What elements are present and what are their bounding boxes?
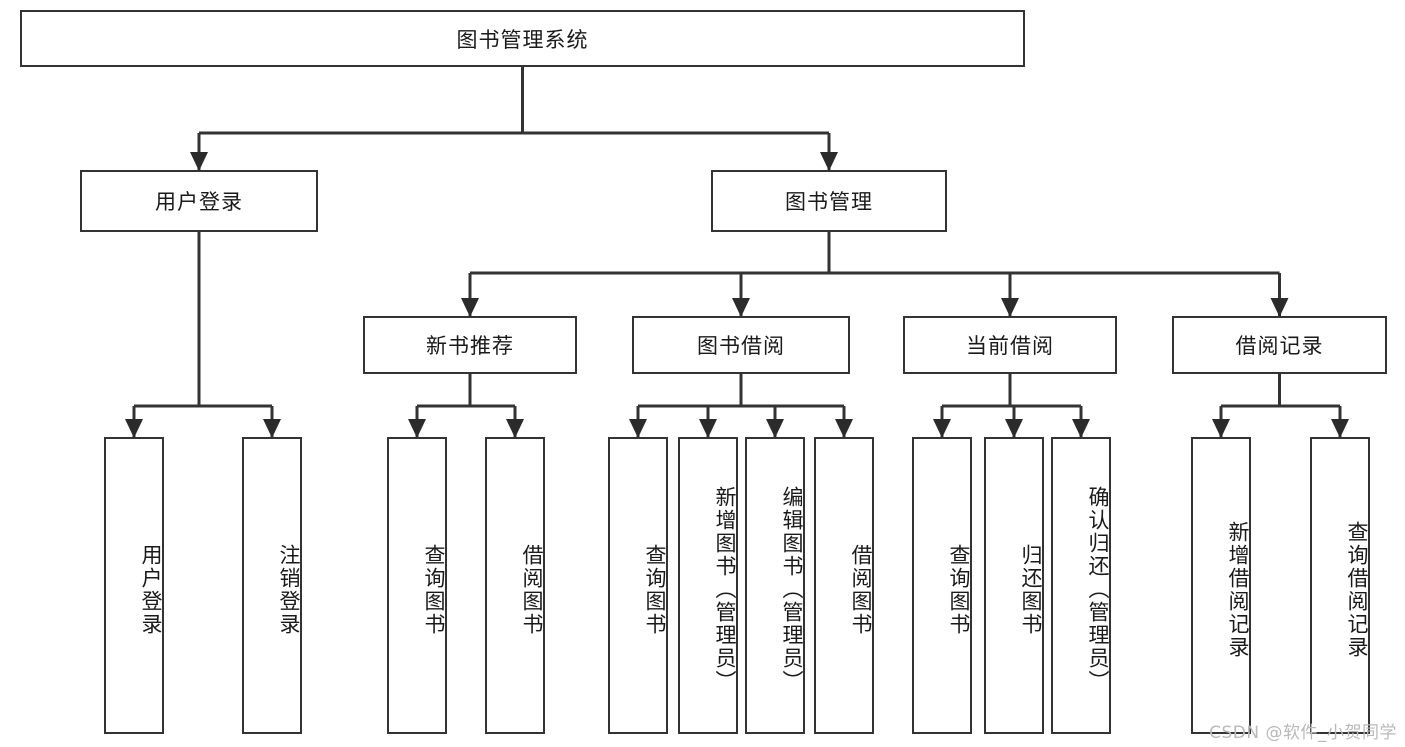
node-leaf-return-book[interactable]: 归还图书: [984, 437, 1044, 734]
node-leaf-borrow-book-2[interactable]: 借阅图书: [814, 437, 874, 734]
node-label: 当前借阅: [966, 334, 1054, 358]
node-user-login[interactable]: 用户登录: [80, 170, 318, 232]
node-label: 查询图书: [947, 543, 971, 636]
node-book-manage[interactable]: 图书管理: [711, 170, 947, 232]
node-label: 新书推荐: [426, 334, 514, 358]
node-borrow-record[interactable]: 借阅记录: [1172, 316, 1387, 374]
node-leaf-edit-book[interactable]: 编辑图书（管理员）: [745, 437, 805, 734]
node-leaf-logout[interactable]: 注销登录: [242, 437, 302, 734]
node-new-book-rec[interactable]: 新书推荐: [363, 316, 577, 374]
node-leaf-query-book-3[interactable]: 查询图书: [912, 437, 972, 734]
node-leaf-add-book[interactable]: 新增图书（管理员）: [678, 437, 738, 734]
node-leaf-confirm-return[interactable]: 确认归还（管理员）: [1051, 437, 1111, 734]
node-leaf-user-login[interactable]: 用户登录: [104, 437, 164, 734]
node-label: 查询借阅记录: [1345, 520, 1369, 659]
node-leaf-borrow-book-1[interactable]: 借阅图书: [485, 437, 545, 734]
node-root[interactable]: 图书管理系统: [20, 10, 1025, 67]
node-leaf-add-record[interactable]: 新增借阅记录: [1191, 437, 1251, 734]
node-label: 确认归还（管理员）: [1086, 486, 1110, 693]
node-label: 图书管理: [785, 190, 873, 214]
node-label: 归还图书: [1019, 543, 1043, 636]
node-label: 图书借阅: [697, 334, 785, 358]
node-leaf-query-record[interactable]: 查询借阅记录: [1310, 437, 1370, 734]
node-book-borrow[interactable]: 图书借阅: [632, 316, 850, 374]
node-label: 用户登录: [139, 543, 163, 636]
node-label: 注销登录: [277, 543, 301, 636]
node-label: 借阅记录: [1235, 334, 1324, 358]
node-label: 借阅图书: [849, 543, 873, 636]
node-label: 图书管理系统: [456, 27, 589, 52]
node-current-borrow[interactable]: 当前借阅: [903, 316, 1117, 374]
node-leaf-query-book-2[interactable]: 查询图书: [608, 437, 668, 734]
node-label: 新增借阅记录: [1226, 520, 1250, 659]
node-label: 借阅图书: [520, 543, 544, 636]
node-label: 编辑图书（管理员）: [780, 486, 804, 693]
node-label: 查询图书: [422, 543, 446, 636]
node-leaf-query-book-1[interactable]: 查询图书: [387, 437, 447, 734]
node-label: 查询图书: [643, 543, 667, 636]
watermark-text: CSDN @软件_小贺同学: [1209, 723, 1397, 743]
node-label: 新增图书（管理员）: [713, 486, 737, 693]
node-label: 用户登录: [155, 190, 243, 214]
